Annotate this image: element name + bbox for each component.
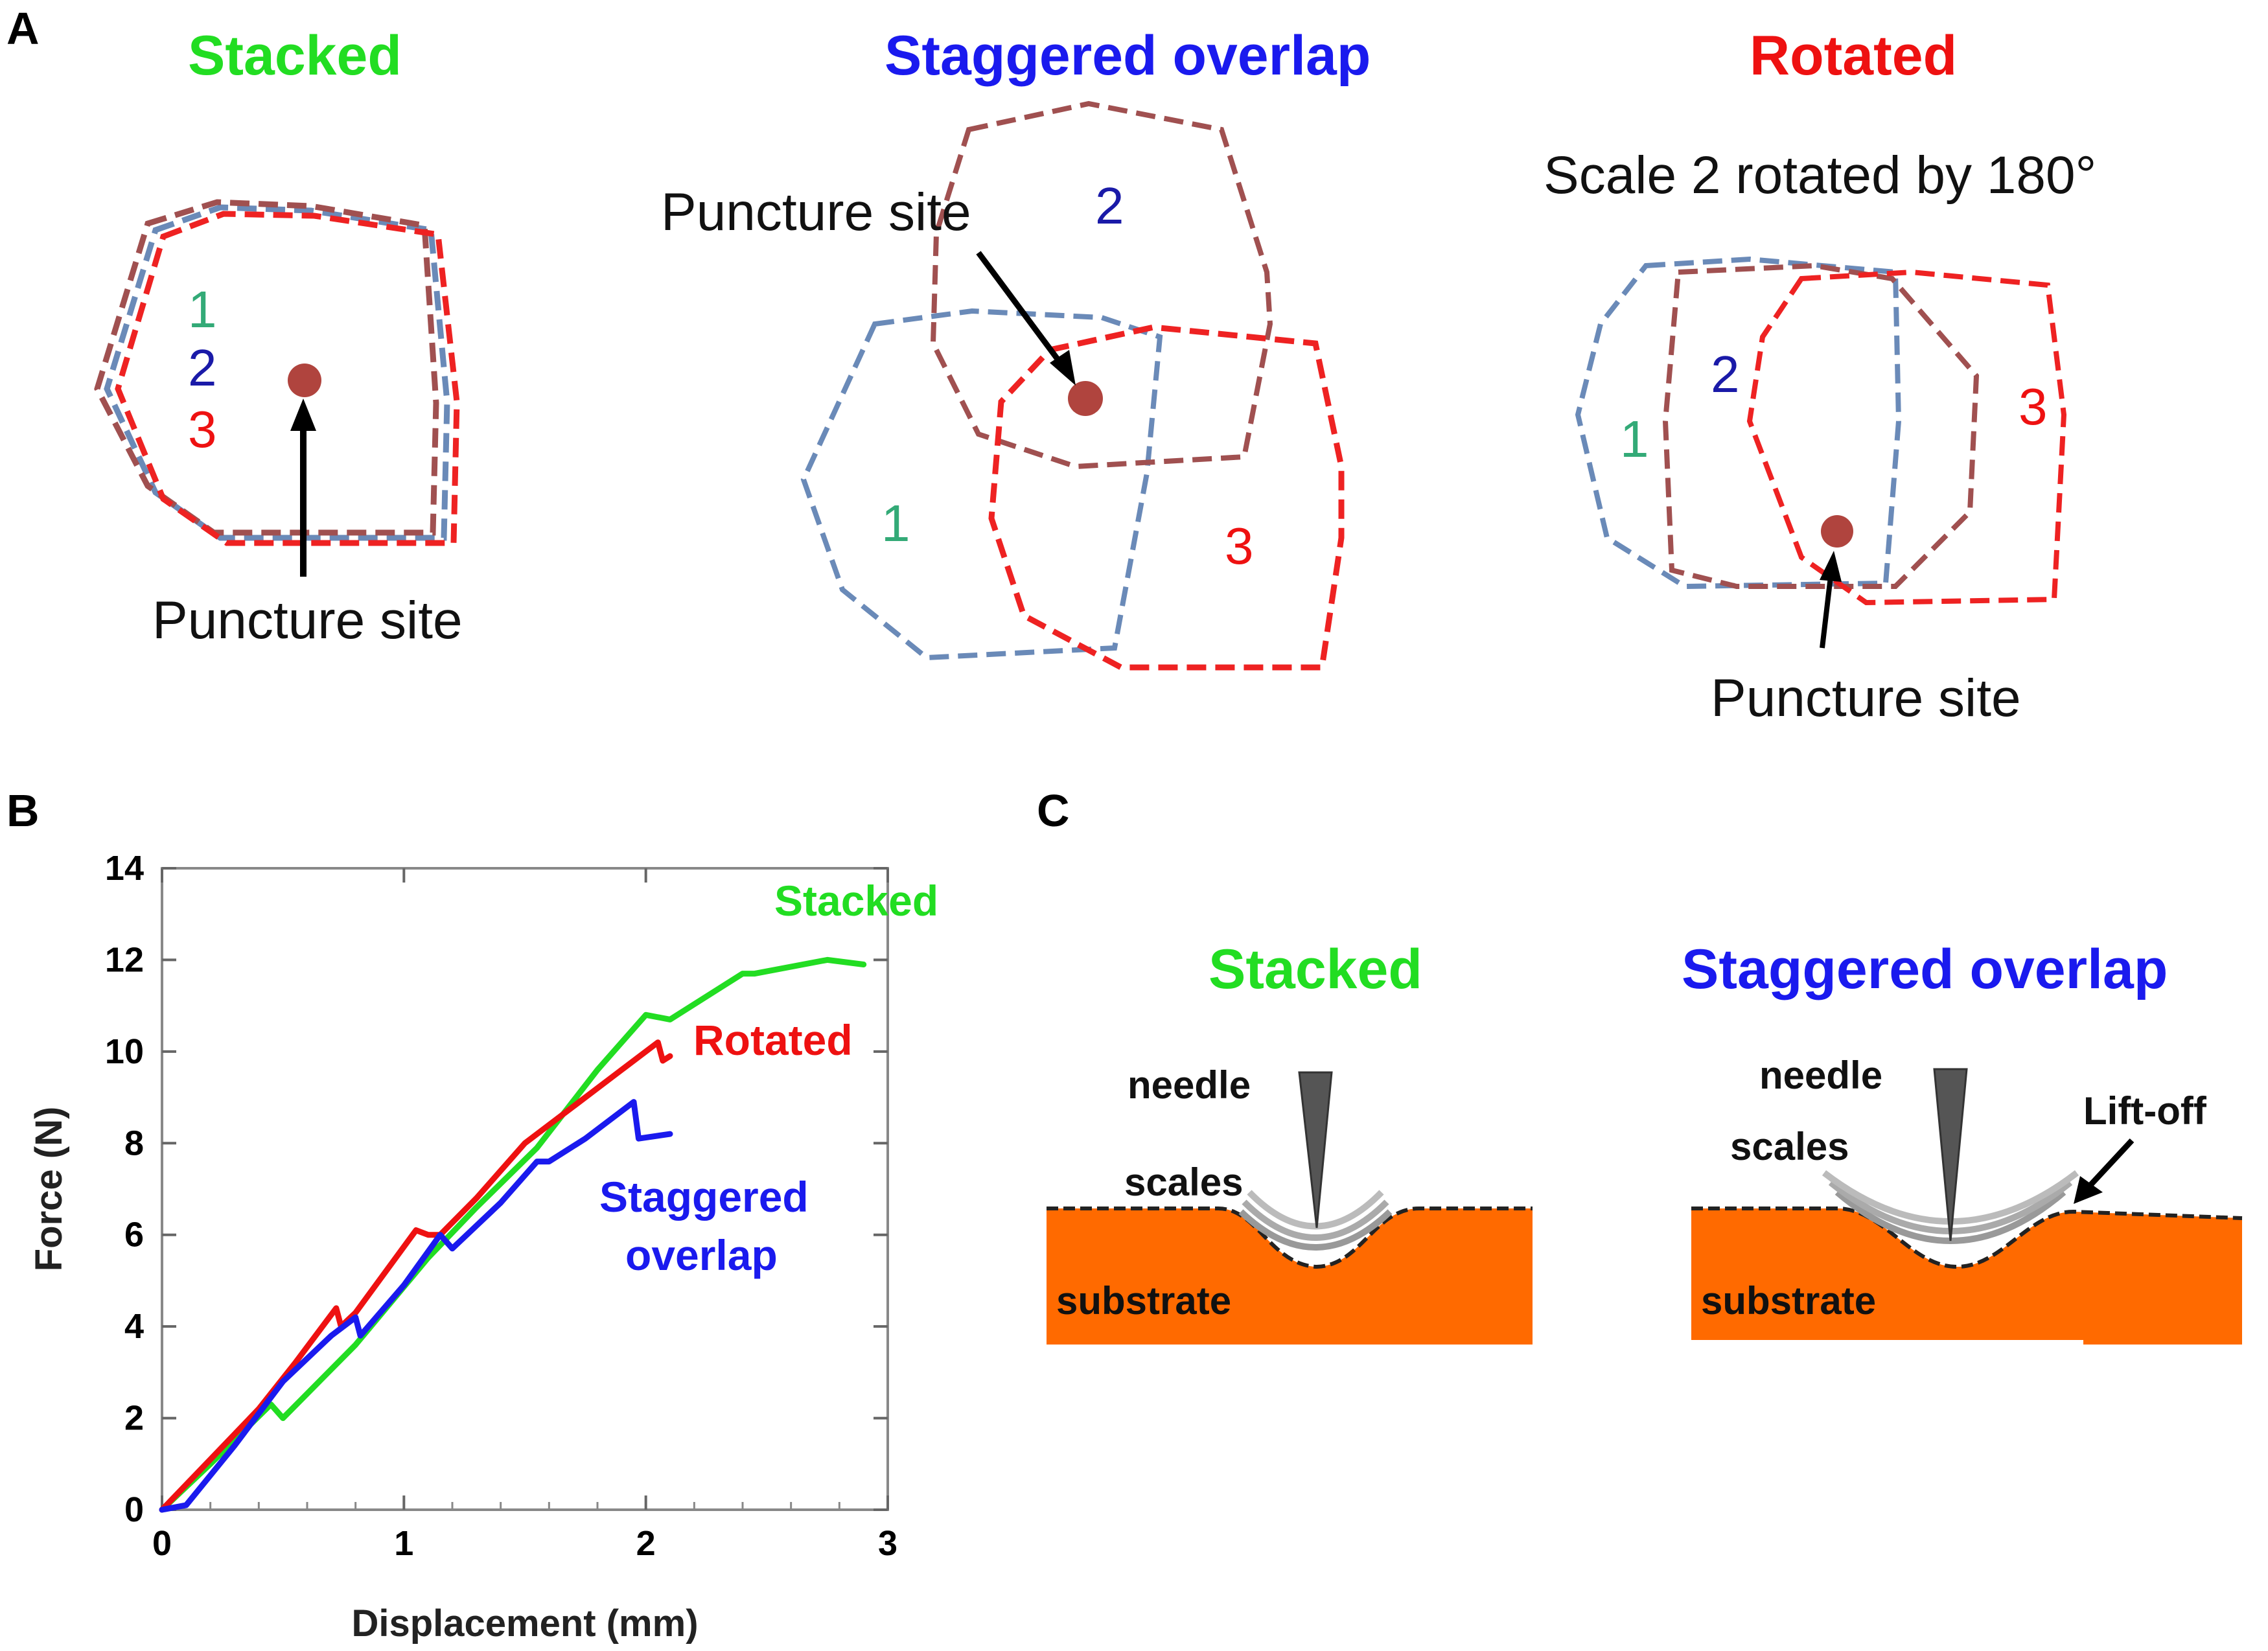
puncture-arrow-head: [1050, 350, 1076, 386]
puncture-dot: [288, 364, 321, 397]
scale-number-1: 1: [881, 494, 910, 552]
plot-frame: [161, 867, 889, 1511]
y-tick-label: 6: [124, 1216, 144, 1254]
x-axis-label: Displacement (mm): [351, 1602, 698, 1645]
rotated-title: Rotated: [1750, 25, 1957, 87]
needle-icon: [1298, 1071, 1333, 1229]
liftoff-arrow: [2087, 1138, 2135, 1188]
staggered-title: Staggered overlap: [885, 25, 1371, 87]
puncture-site-label: Puncture site: [661, 183, 971, 242]
panel-a-staggered: Staggered overlap 2 1 3 Puncture site: [661, 25, 1371, 671]
scale-curve: [1242, 1199, 1389, 1241]
x-tick-label: 0: [152, 1524, 172, 1563]
x-tick-label: 1: [394, 1524, 413, 1563]
scale-number-1: 1: [1620, 410, 1649, 468]
substrate-label: substrate: [1056, 1279, 1231, 1322]
scale-1-outline: [104, 204, 450, 541]
puncture-dot: [1068, 381, 1103, 416]
scale-2-outline: [1662, 262, 1980, 589]
panel-c-staggered: Staggered overlap needle scales Lift-off…: [1682, 938, 2243, 1345]
liftoff-arrow-head: [2074, 1176, 2103, 1204]
substrate-block: [1691, 1208, 2242, 1345]
scale-number-2: 2: [188, 339, 217, 397]
scale-3-outline: [1746, 269, 2067, 606]
panel-a: A Stacked 1 2 3 Puncture site Staggered …: [6, 3, 2096, 728]
scale-curve: [1238, 1209, 1393, 1251]
series-line-stacked: [159, 956, 867, 1513]
scale-number-3: 3: [1225, 517, 1254, 575]
needle-icon: [1933, 1068, 1968, 1241]
scale-curve: [1247, 1190, 1384, 1230]
panel-a-stacked: Stacked 1 2 3 Puncture site: [94, 25, 463, 650]
scale-number-2: 2: [1711, 345, 1740, 403]
stacked-title: Stacked: [188, 25, 402, 87]
scales-label: scales: [1124, 1160, 1244, 1204]
x-tick-label: 3: [878, 1524, 897, 1563]
y-tick-label: 14: [105, 849, 144, 888]
puncture-arrow: [976, 251, 1065, 368]
puncture-dot: [1821, 515, 1853, 548]
substrate-label: substrate: [1701, 1279, 1876, 1322]
scale-number-1: 1: [188, 281, 217, 338]
panel-a-letter: A: [6, 3, 40, 54]
scale-2-outline: [930, 100, 1273, 470]
scale-number-3: 3: [2019, 378, 2048, 435]
substrate-surface-line: [1691, 1206, 2243, 1269]
puncture-arrow-head: [290, 398, 316, 431]
rotated-subtitle: Scale 2 rotated by 180°: [1544, 146, 2096, 205]
y-tick-label: 4: [124, 1307, 144, 1346]
scale-1-outline: [800, 308, 1163, 661]
liftoff-label: Lift-off: [2083, 1089, 2207, 1133]
y-tick-label: 12: [105, 940, 144, 979]
staggered-schematic-title: Staggered overlap: [1682, 938, 2168, 1000]
panel-c-stacked: Stacked needle scales substrate: [1047, 938, 1533, 1345]
x-tick-label: 2: [636, 1524, 656, 1563]
puncture-arrow: [1820, 576, 1833, 649]
scale-2-outline: [94, 199, 439, 536]
panel-c: C Stacked needle scales substrate Stagge…: [1037, 785, 2243, 1345]
series-line-staggered-overlap: [159, 1099, 673, 1513]
scale-number-3: 3: [188, 400, 217, 458]
y-tick-label: 0: [124, 1490, 144, 1529]
panel-b-letter: B: [6, 785, 40, 836]
puncture-site-label: Puncture site: [152, 591, 463, 650]
series-label-stacked: Stacked: [774, 877, 938, 925]
puncture-arrow-head: [1820, 551, 1842, 582]
substrate-surface-line: [1047, 1206, 1533, 1269]
needle-label: needle: [1128, 1063, 1251, 1107]
scale-number-2: 2: [1095, 177, 1124, 235]
panel-c-letter: C: [1037, 785, 1070, 836]
series-label-staggered-overlap: Staggered: [599, 1173, 809, 1221]
y-axis-label: Force (N): [28, 1107, 70, 1272]
y-tick-label: 2: [124, 1399, 144, 1438]
y-tick-label: 8: [124, 1124, 144, 1162]
scales-label: scales: [1730, 1125, 1849, 1168]
puncture-site-label: Puncture site: [1711, 669, 2021, 728]
series-label-staggered-overlap: overlap: [625, 1231, 778, 1279]
needle-label: needle: [1759, 1054, 1882, 1097]
scale-3-outline: [115, 211, 460, 546]
scale-3-outline: [988, 324, 1345, 671]
panel-a-rotated: Rotated Scale 2 rotated by 180° 1 2 3 Pu…: [1544, 25, 2096, 728]
series-label-rotated: Rotated: [693, 1016, 853, 1064]
stacked-schematic-title: Stacked: [1209, 938, 1422, 1000]
substrate-block: [1047, 1208, 1533, 1345]
y-tick-label: 10: [105, 1032, 144, 1071]
